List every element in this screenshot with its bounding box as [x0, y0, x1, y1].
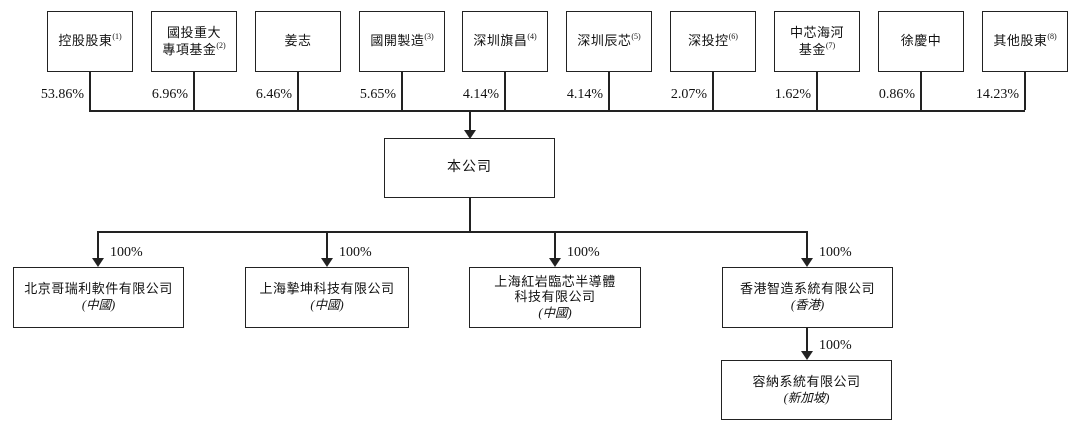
arrow-down-icon [464, 130, 476, 139]
connector-line [401, 72, 403, 110]
ownership-percentage: 4.14% [566, 87, 603, 102]
shareholder-name: 中芯海河 基金(7) [789, 25, 844, 57]
shareholder-name: 國投重大 專項基金(2) [162, 25, 226, 57]
shareholder-box: 國開製造(3) [359, 11, 445, 72]
ownership-percentage: 100% [819, 245, 852, 260]
shareholder-name: 其他股東(8) [993, 32, 1057, 49]
connector-line [97, 231, 807, 233]
connector-line [469, 110, 471, 132]
arrow-down-icon [801, 258, 813, 267]
connector-line [193, 72, 195, 110]
subsidiary-box: 上海摯坤科技有限公司 (中國) [245, 267, 409, 328]
shareholder-name: 姜志 [284, 33, 312, 49]
shareholder-box: 深圳辰芯(5) [566, 11, 652, 72]
shareholder-name: 控股股東(1) [58, 32, 122, 49]
company-name: 本公司 [447, 160, 492, 176]
connector-line [608, 72, 610, 110]
connector-line [816, 72, 818, 110]
sub-subsidiary-box: 容納系統有限公司 (新加坡) [721, 360, 892, 420]
ownership-percentage: 53.86% [40, 87, 84, 102]
subsidiary-name: 上海摯坤科技有限公司 [259, 281, 395, 297]
connector-line [89, 110, 1025, 112]
connector-line [97, 231, 99, 259]
shareholder-box: 徐慶中 [878, 11, 964, 72]
shareholder-box: 深投控(6) [670, 11, 756, 72]
connector-line [712, 72, 714, 110]
footnote-marker: (2) [216, 40, 226, 50]
company-box: 本公司 [384, 138, 555, 198]
subsidiary-region: (中國) [81, 298, 116, 313]
ownership-percentage: 100% [819, 338, 852, 353]
footnote-marker: (1) [112, 32, 122, 42]
ownership-percentage: 6.96% [151, 87, 188, 102]
ownership-percentage: 100% [567, 245, 600, 260]
footnote-marker: (6) [728, 32, 738, 42]
footnote-marker: (4) [527, 32, 537, 42]
shareholder-name: 深圳旗昌(4) [473, 32, 537, 49]
connector-line [326, 231, 328, 259]
footnote-marker: (7) [825, 40, 836, 50]
subsidiary-region: (新加坡) [783, 390, 830, 405]
connector-line [554, 231, 556, 259]
shareholder-box: 中芯海河 基金(7) [774, 11, 860, 72]
connector-line [1024, 72, 1026, 110]
arrow-down-icon [549, 258, 561, 267]
subsidiary-name: 上海紅岩臨芯半導體 科技有限公司 [494, 273, 616, 304]
ownership-percentage: 5.65% [359, 87, 396, 102]
subsidiary-region: (香港) [790, 298, 825, 313]
shareholder-box: 姜志 [255, 11, 341, 72]
shareholder-box: 其他股東(8) [982, 11, 1068, 72]
shareholder-name: 深投控(6) [688, 32, 738, 49]
shareholder-box: 控股股東(1) [47, 11, 133, 72]
ownership-percentage: 0.86% [878, 87, 915, 102]
connector-line [806, 328, 808, 352]
ownership-percentage: 2.07% [670, 87, 707, 102]
subsidiary-region: (中國) [310, 298, 344, 313]
subsidiary-box: 上海紅岩臨芯半導體 科技有限公司 (中國) [469, 267, 641, 328]
arrow-down-icon [321, 258, 333, 267]
connector-line [469, 198, 471, 232]
subsidiary-region: (中國) [538, 305, 572, 320]
connector-line [297, 72, 299, 110]
ownership-percentage: 14.23% [975, 87, 1019, 102]
connector-line [806, 231, 808, 259]
arrow-down-icon [92, 258, 104, 267]
connector-line [504, 72, 506, 110]
shareholder-name: 國開製造(3) [370, 32, 434, 49]
ownership-percentage: 6.46% [255, 87, 292, 102]
shareholder-name: 徐慶中 [900, 33, 942, 49]
shareholder-name: 深圳辰芯(5) [577, 32, 641, 49]
ownership-percentage: 4.14% [462, 87, 499, 102]
subsidiary-box: 香港智造系統有限公司 (香港) [722, 267, 893, 328]
connector-line [89, 72, 91, 110]
subsidiary-name: 容納系統有限公司 [752, 373, 861, 389]
footnote-marker: (8) [1047, 32, 1057, 42]
subsidiary-box: 北京哥瑞利軟件有限公司 (中國) [13, 267, 184, 328]
ownership-percentage: 1.62% [774, 87, 811, 102]
subsidiary-name: 北京哥瑞利軟件有限公司 [24, 281, 173, 297]
subsidiary-name: 香港智造系統有限公司 [739, 281, 875, 297]
arrow-down-icon [801, 351, 813, 360]
ownership-percentage: 100% [110, 245, 143, 260]
connector-line [920, 72, 922, 110]
shareholder-box: 深圳旗昌(4) [462, 11, 548, 72]
footnote-marker: (5) [631, 32, 641, 42]
footnote-marker: (3) [424, 32, 434, 42]
shareholder-box: 國投重大 專項基金(2) [151, 11, 237, 72]
ownership-percentage: 100% [339, 245, 372, 260]
